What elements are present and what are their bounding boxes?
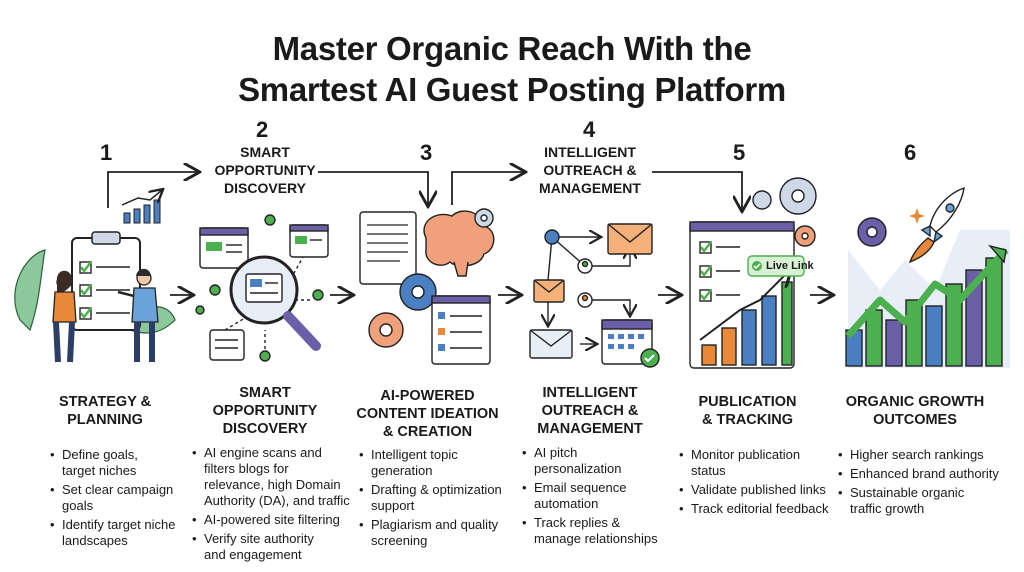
top-arrow-4-5 [652,171,742,210]
list-item: Track replies &manage relationships [520,515,680,547]
flow-arrows [107,171,832,295]
step-5-number: 5 [733,140,746,165]
step-6-number: 6 [904,140,917,165]
live-link-badge: Live Link [766,260,814,272]
step-6-bullets: Higher search rankings Enhanced brand au… [836,447,1011,520]
page-title-line-2: Smartest AI Guest Posting Platform [238,71,786,108]
step-1-bullets: Define goals,target niches Set clear cam… [48,447,188,552]
step-1-heading: STRATEGY &PLANNING [58,394,152,428]
email-network-icon [529,223,660,368]
step-5-heading: PUBLICATION& TRACKING [698,394,797,428]
top-arrow-2-3 [318,171,428,205]
list-item: Higher search rankings [836,447,1011,463]
step-2-number: 2 [256,117,269,142]
step-1-number: 1 [100,140,113,165]
list-item: Track editorial feedback [677,501,842,517]
top-arrow-1-2 [107,172,198,208]
checklist-chart-icon [689,177,817,369]
clipboard-team-icon [14,190,176,363]
step-4-number: 4 [583,117,596,142]
magnifier-network-icon [195,214,329,362]
brain-gears-icon [359,208,495,365]
list-item: Enhanced brand authority [836,466,1011,482]
top-arrow-3-4 [451,172,524,205]
list-item: Define goals,target niches [48,447,188,479]
rocket-growth-icon [845,186,1010,368]
list-item: AI-powered site filtering [190,512,360,528]
list-item: Validate published links [677,482,842,498]
page-title-line-1: Master Organic Reach With the [272,30,752,67]
step-3-number: 3 [420,140,433,165]
